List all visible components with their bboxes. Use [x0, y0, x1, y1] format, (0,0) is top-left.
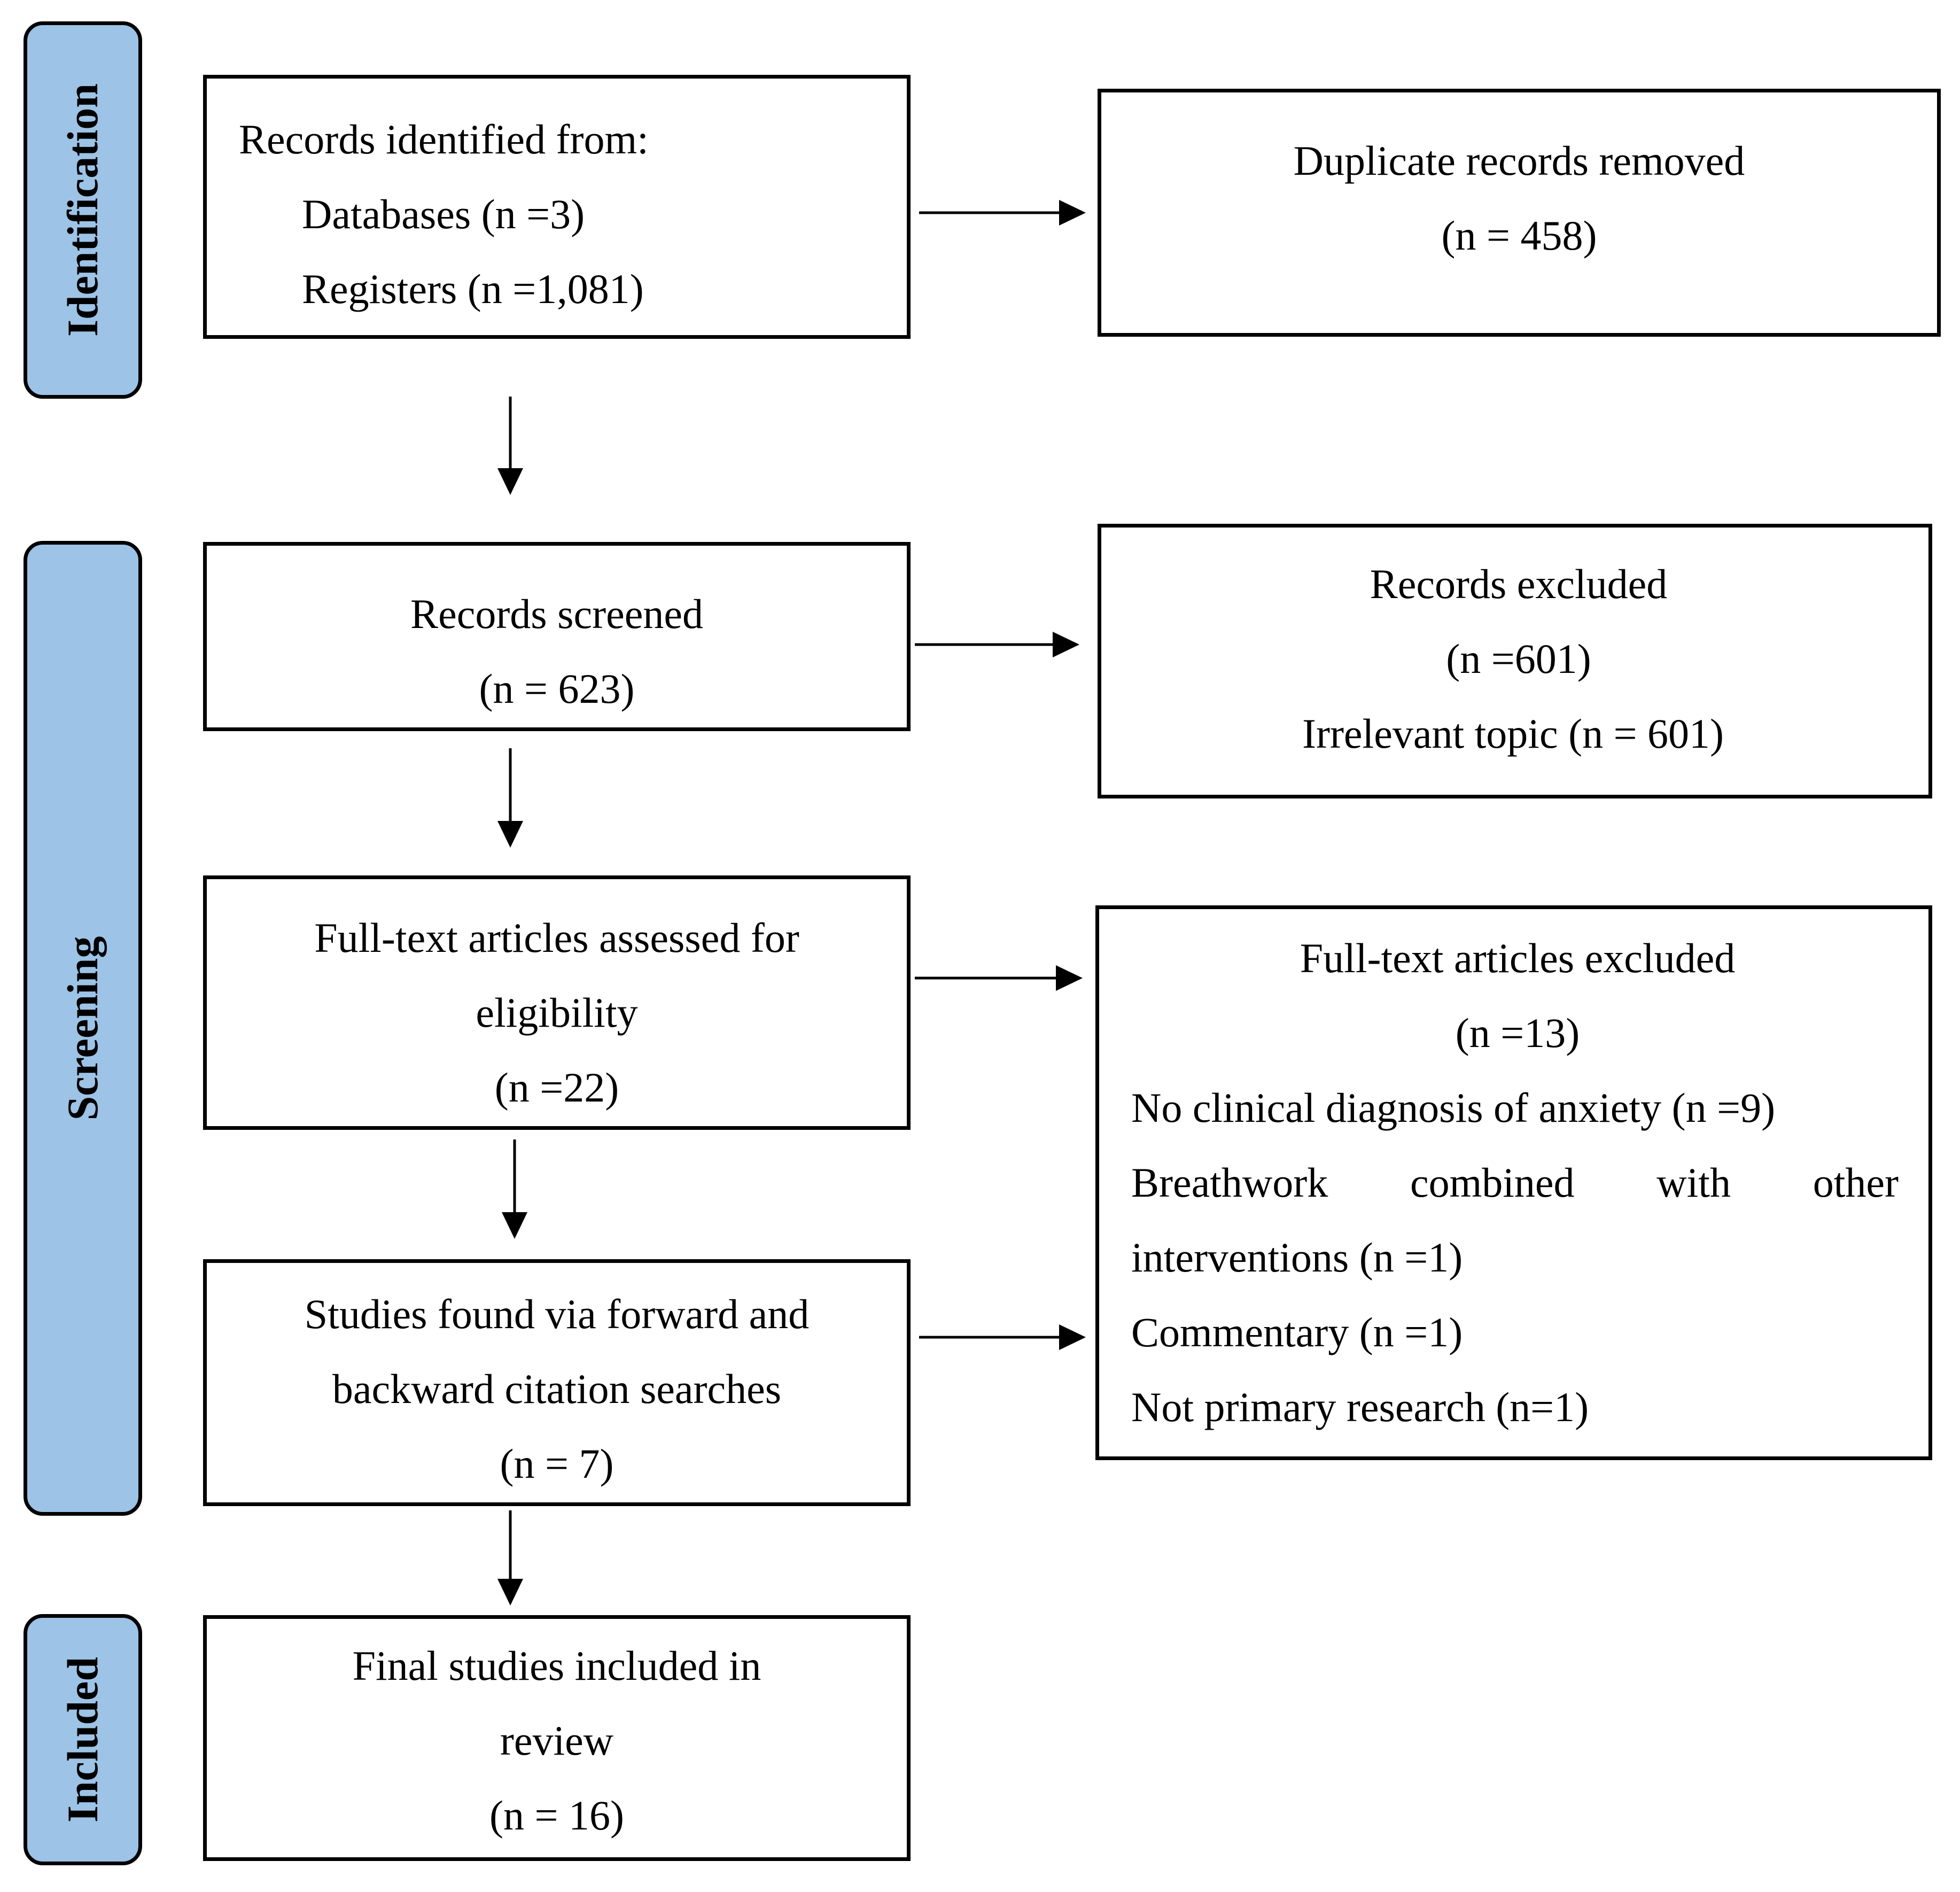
arrowhead-screened-to-excluded: [1053, 632, 1079, 657]
citation-searches-line1: Studies found via forward and: [304, 1291, 810, 1337]
records-excluded-count: (n =601): [1446, 635, 1591, 682]
fulltext-excluded-reason-not-primary: Not primary research (n=1): [1131, 1384, 1589, 1430]
records-identified-databases: Databases (n =3): [302, 191, 585, 237]
records-excluded-title: Records excluded: [1370, 561, 1668, 607]
arrowhead-citation-to-final: [497, 1579, 523, 1606]
citation-searches-line2: backward citation searches: [332, 1366, 782, 1412]
duplicates-removed-title: Duplicate records removed: [1293, 137, 1745, 184]
duplicates-removed-box: Duplicate records removed (n = 458): [1098, 89, 1941, 337]
arrowhead-screened-to-fulltext: [497, 821, 523, 848]
final-included-count: (n = 16): [489, 1792, 624, 1839]
fulltext-excluded-reason-commentary: Commentary (n =1): [1131, 1309, 1463, 1355]
records-screened-count: (n = 623): [479, 665, 635, 712]
stage-identification: Identification: [24, 21, 142, 399]
final-included-box: Final studies included in review (n = 16…: [203, 1615, 911, 1861]
fulltext-assessed-count: (n =22): [494, 1064, 619, 1111]
arrowhead-identified-to-duplicates: [1059, 200, 1086, 226]
records-identified-title: Records identified from:: [239, 116, 649, 162]
arrowhead-fulltext-to-citation: [502, 1212, 527, 1239]
citation-searches-count: (n = 7): [500, 1440, 614, 1487]
duplicates-removed-count: (n = 458): [1441, 212, 1597, 259]
fulltext-excluded-reason-no-diagnosis: No clinical diagnosis of anxiety (n =9): [1131, 1084, 1776, 1131]
fulltext-excluded-title: Full-text articles excluded: [1300, 935, 1736, 981]
records-identified-registers: Registers (n =1,081): [302, 266, 644, 312]
arrowhead-citation-to-excluded: [1059, 1324, 1086, 1350]
records-excluded-reason: Irrelevant topic (n = 601): [1302, 710, 1724, 757]
citation-searches-box: Studies found via forward and backward c…: [203, 1259, 911, 1506]
fulltext-excluded-reason-combined-line1: Breathwork combined with other: [1131, 1159, 1899, 1206]
final-included-line2: review: [500, 1717, 614, 1764]
records-identified-box: Records identified from: Databases (n =3…: [203, 75, 911, 339]
stage-screening: Screening: [24, 541, 142, 1516]
stage-included: Included: [24, 1614, 142, 1865]
fulltext-excluded-reason-combined-line2: interventions (n =1): [1131, 1234, 1463, 1281]
fulltext-excluded-box: Full-text articles excluded (n =13) No c…: [1095, 905, 1932, 1460]
final-included-line1: Final studies included in: [352, 1642, 761, 1689]
records-excluded-box: Records excluded (n =601) Irrelevant top…: [1098, 524, 1932, 798]
fulltext-excluded-count: (n =13): [1455, 1010, 1580, 1056]
arrowhead-fulltext-to-excluded: [1056, 965, 1083, 991]
records-screened-box: Records screened (n = 623): [203, 542, 911, 731]
arrowhead-identified-to-screened: [497, 468, 523, 495]
fulltext-assessed-line1: Full-text articles assessed for: [314, 914, 799, 961]
records-screened-title: Records screened: [410, 591, 703, 637]
fulltext-assessed-box: Full-text articles assessed for eligibil…: [203, 875, 911, 1130]
fulltext-assessed-line2: eligibility: [476, 989, 638, 1036]
